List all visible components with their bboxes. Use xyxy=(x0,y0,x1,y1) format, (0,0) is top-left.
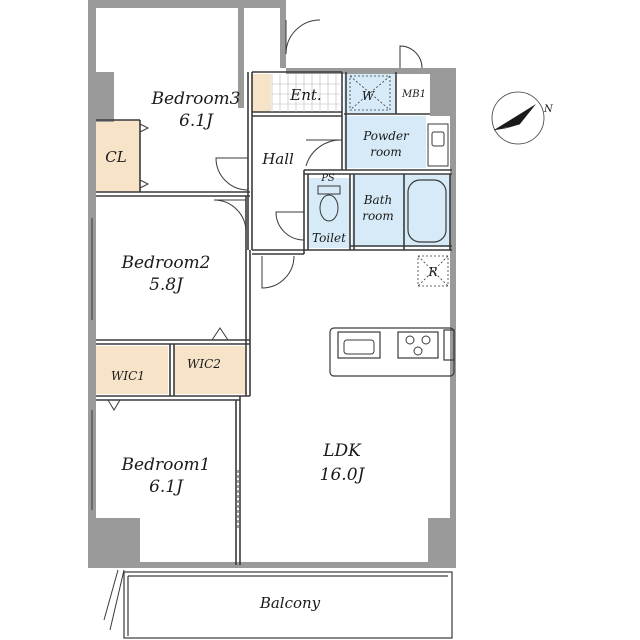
wall-right xyxy=(450,68,456,568)
bath-fill xyxy=(352,175,404,247)
wic2-fill xyxy=(174,346,246,394)
bath-room-line1: Bath xyxy=(363,193,393,207)
sink-icon xyxy=(343,339,375,355)
refrigerator xyxy=(417,255,449,287)
bathtub-area-fill xyxy=(404,175,450,247)
bedroom3-name: Bedroom3 xyxy=(151,89,241,109)
closet-fill xyxy=(96,120,140,192)
compass-north-label: N xyxy=(543,104,554,115)
wall-top-storage xyxy=(238,0,286,8)
toilet-fill xyxy=(308,178,350,248)
column-left-bottom xyxy=(88,518,140,568)
doors xyxy=(103,19,423,631)
wic1-label: WIC1 xyxy=(111,369,145,383)
washer-label: W xyxy=(362,89,376,103)
wall-top-bedroom3 xyxy=(88,0,242,8)
kitchen-counter xyxy=(329,327,455,377)
mb-label: MB1 xyxy=(401,89,426,100)
refrigerator-label: R xyxy=(427,265,437,279)
closet-label: CL xyxy=(105,148,126,166)
interior-walls xyxy=(96,71,452,565)
powder-fill xyxy=(344,116,426,168)
washbasin xyxy=(427,123,449,167)
column-left-top xyxy=(88,72,114,122)
powder-room-line2: room xyxy=(370,145,402,159)
bedroom3-size: 6.1J xyxy=(179,111,214,131)
bedroom1-name: Bedroom1 xyxy=(121,455,211,475)
wall-mb-top xyxy=(286,68,456,74)
bathtub xyxy=(407,179,447,243)
wall-bedroom3-right xyxy=(238,0,244,108)
entrance-fill xyxy=(251,74,271,112)
ps-label: PS xyxy=(320,173,335,184)
wall-bottom xyxy=(88,562,456,568)
bedroom2-size: 5.8J xyxy=(149,275,184,295)
stove-icon xyxy=(405,335,431,356)
balcony-outline xyxy=(123,571,453,639)
ldk-size: 16.0J xyxy=(320,465,366,485)
ldk-name: LDK xyxy=(322,441,362,461)
entrance-label: Ent. xyxy=(289,86,321,104)
bedroom1-size: 6.1J xyxy=(149,477,184,497)
bath-room-line2: room xyxy=(362,209,394,223)
wall-storage-right xyxy=(280,0,286,68)
entrance-tiles xyxy=(271,74,342,112)
wic1-fill xyxy=(96,346,168,394)
toilet-bowl xyxy=(317,185,341,222)
bedroom2-name: Bedroom2 xyxy=(121,253,211,273)
compass-icon xyxy=(491,91,545,145)
hall-label: Hall xyxy=(261,150,294,168)
washer xyxy=(349,75,391,111)
balcony-label: Balcony xyxy=(259,594,321,612)
wic2-label: WIC2 xyxy=(187,357,221,371)
powder-room-line1: Powder xyxy=(362,129,410,143)
toilet-label: Toilet xyxy=(312,231,346,245)
